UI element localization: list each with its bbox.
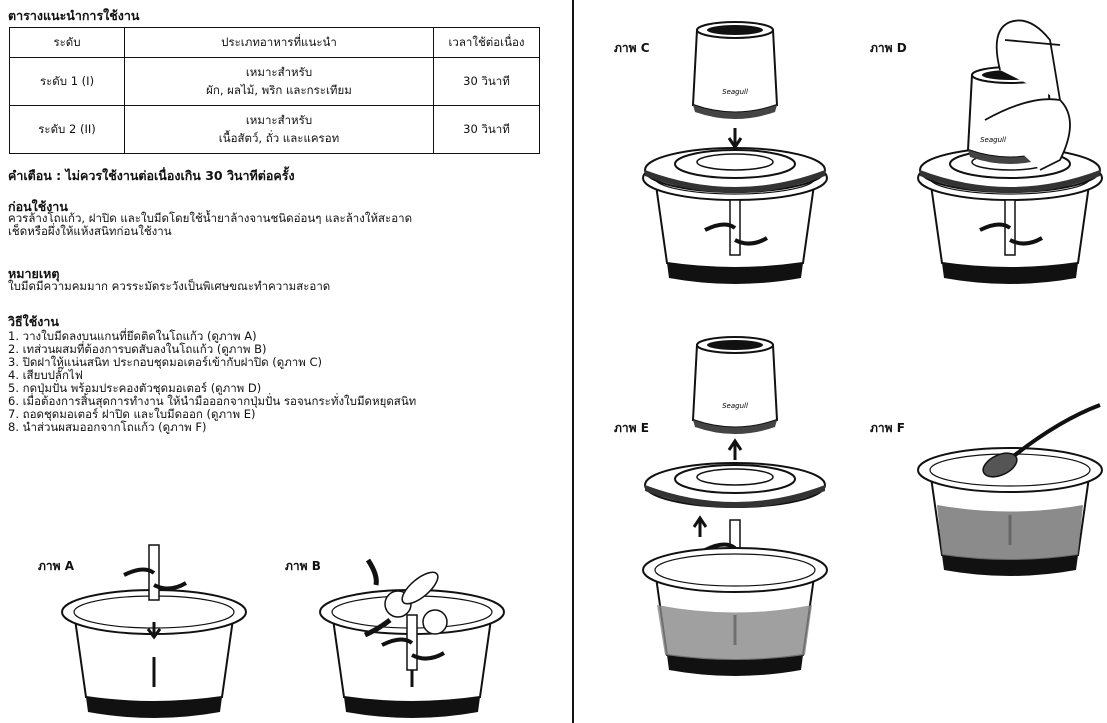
figure-b-label: ภาพ B [285,559,321,573]
brand-logo: Seagull [722,88,748,96]
food-cell: เหมาะสำหรับผัก, ผลไม้, พริก และกระเทียม [124,57,434,106]
instructions-title: วิธีใช้งาน [8,314,59,329]
warning-text: คำเตือน : ไม่ควรใช้งานต่อเนื่องเกิน 30 ว… [8,168,295,183]
time-cell: 30 วินาที [433,57,540,106]
note-text: ใบมีดมีความคมมาก ควรระมัดระวังเป็นพิเศษข… [8,279,331,293]
step: 2. เทส่วนผสมที่ต้องการบดสับลงในโถแก้ว (ด… [8,342,267,356]
usage-table: ระดับ ประเภทอาหารที่แนะนำ เวลาใช้ต่อเนื่… [9,27,540,154]
arrow-up-icon [727,438,743,460]
arrow-up-icon [692,515,708,537]
hand-side-icon [984,98,1071,171]
figure-f-illustration [916,403,1104,578]
table-title: ตารางแนะนำการใช้งาน [8,8,140,23]
header-level: ระดับ [9,27,125,58]
before-use-text: ควรล้างโถแก้ว, ฝาปิด และใบมีดโดยใช้น้ำยา… [8,212,412,238]
figure-f-label: ภาพ F [870,421,905,435]
arrow-down-icon [727,128,743,150]
level-cell: ระดับ 2 (II) [9,105,125,154]
hand-top-icon [995,19,1061,101]
before-use-title: ก่อนใช้งาน [8,199,68,214]
figure-e-illustration: Seagull [641,336,829,678]
level-cell: ระดับ 1 (I) [9,57,125,106]
step: 6. เมื่อต้องการสิ้นสุดการทำงาน ให้นำมืออ… [8,394,417,408]
table-header-row: ระดับ ประเภทอาหารที่แนะนำ เวลาใช้ต่อเนื่… [9,27,540,58]
figure-c-label: ภาพ C [614,41,650,55]
before-use-line: ควรล้างโถแก้ว, ฝาปิด และใบมีดโดยใช้น้ำยา… [8,211,413,225]
step: 7. ถอดชุดมอเตอร์ ฝาปิด และใบมีดออก (ดูภา… [8,407,256,421]
table-row: ระดับ 1 (I) เหมาะสำหรับผัก, ผลไม้, พริก … [9,57,540,106]
step: 5. กดปุ่มปั่น พร้อมประคองตัวชุดมอเตอร์ (… [8,381,262,395]
instructions-list: 1. วางใบมีดลงบนแกนที่ยึดติดในโถแก้ว (ดูภ… [8,330,416,434]
brand-logo: Seagull [722,402,748,410]
figure-d-illustration: Seagull [916,19,1104,286]
figure-c-illustration: Seagull [641,21,829,286]
food-line2: เนื้อสัตว์, ถั่ว และแครอท [218,130,340,145]
brand-logo: Seagull [980,136,1006,144]
step: 8. นำส่วนผสมออกจากโถแก้ว (ดูภาพ F) [8,420,207,434]
figure-a-label: ภาพ A [38,559,75,573]
food-line2: ผัก, ผลไม้, พริก และกระเทียม [206,82,352,97]
figure-e-label: ภาพ E [614,421,649,435]
step: 4. เสียบปลั๊กไฟ [8,368,83,382]
food-cell: เหมาะสำหรับเนื้อสัตว์, ถั่ว และแครอท [124,105,434,154]
page-divider [572,0,574,723]
figure-d-label: ภาพ D [870,41,907,55]
before-use-line: เช็ดหรือผึ่งให้แห้งสนิทก่อนใช้งาน [8,224,172,238]
note-title: หมายเหตุ [8,266,60,281]
figure-a-bowl-illustration [60,543,248,720]
food-line1: เหมาะสำหรับ [245,112,313,127]
header-time: เวลาใช้ต่อเนื่อง [433,27,540,58]
step: 1. วางใบมีดลงบนแกนที่ยึดติดในโถแก้ว (ดูภ… [8,329,257,343]
table-row: ระดับ 2 (II) เหมาะสำหรับเนื้อสัตว์, ถั่ว… [9,105,540,154]
spoon-icon [982,452,1018,478]
arrow-down-icon [146,622,162,640]
step: 3. ปิดฝาให้แน่นสนิท ประกอบชุดมอเตอร์เข้า… [8,355,322,369]
header-food: ประเภทอาหารที่แนะนำ [124,27,434,58]
food-line1: เหมาะสำหรับ [245,64,313,79]
time-cell: 30 วินาที [433,105,540,154]
figure-b-bowl-illustration [318,558,506,720]
